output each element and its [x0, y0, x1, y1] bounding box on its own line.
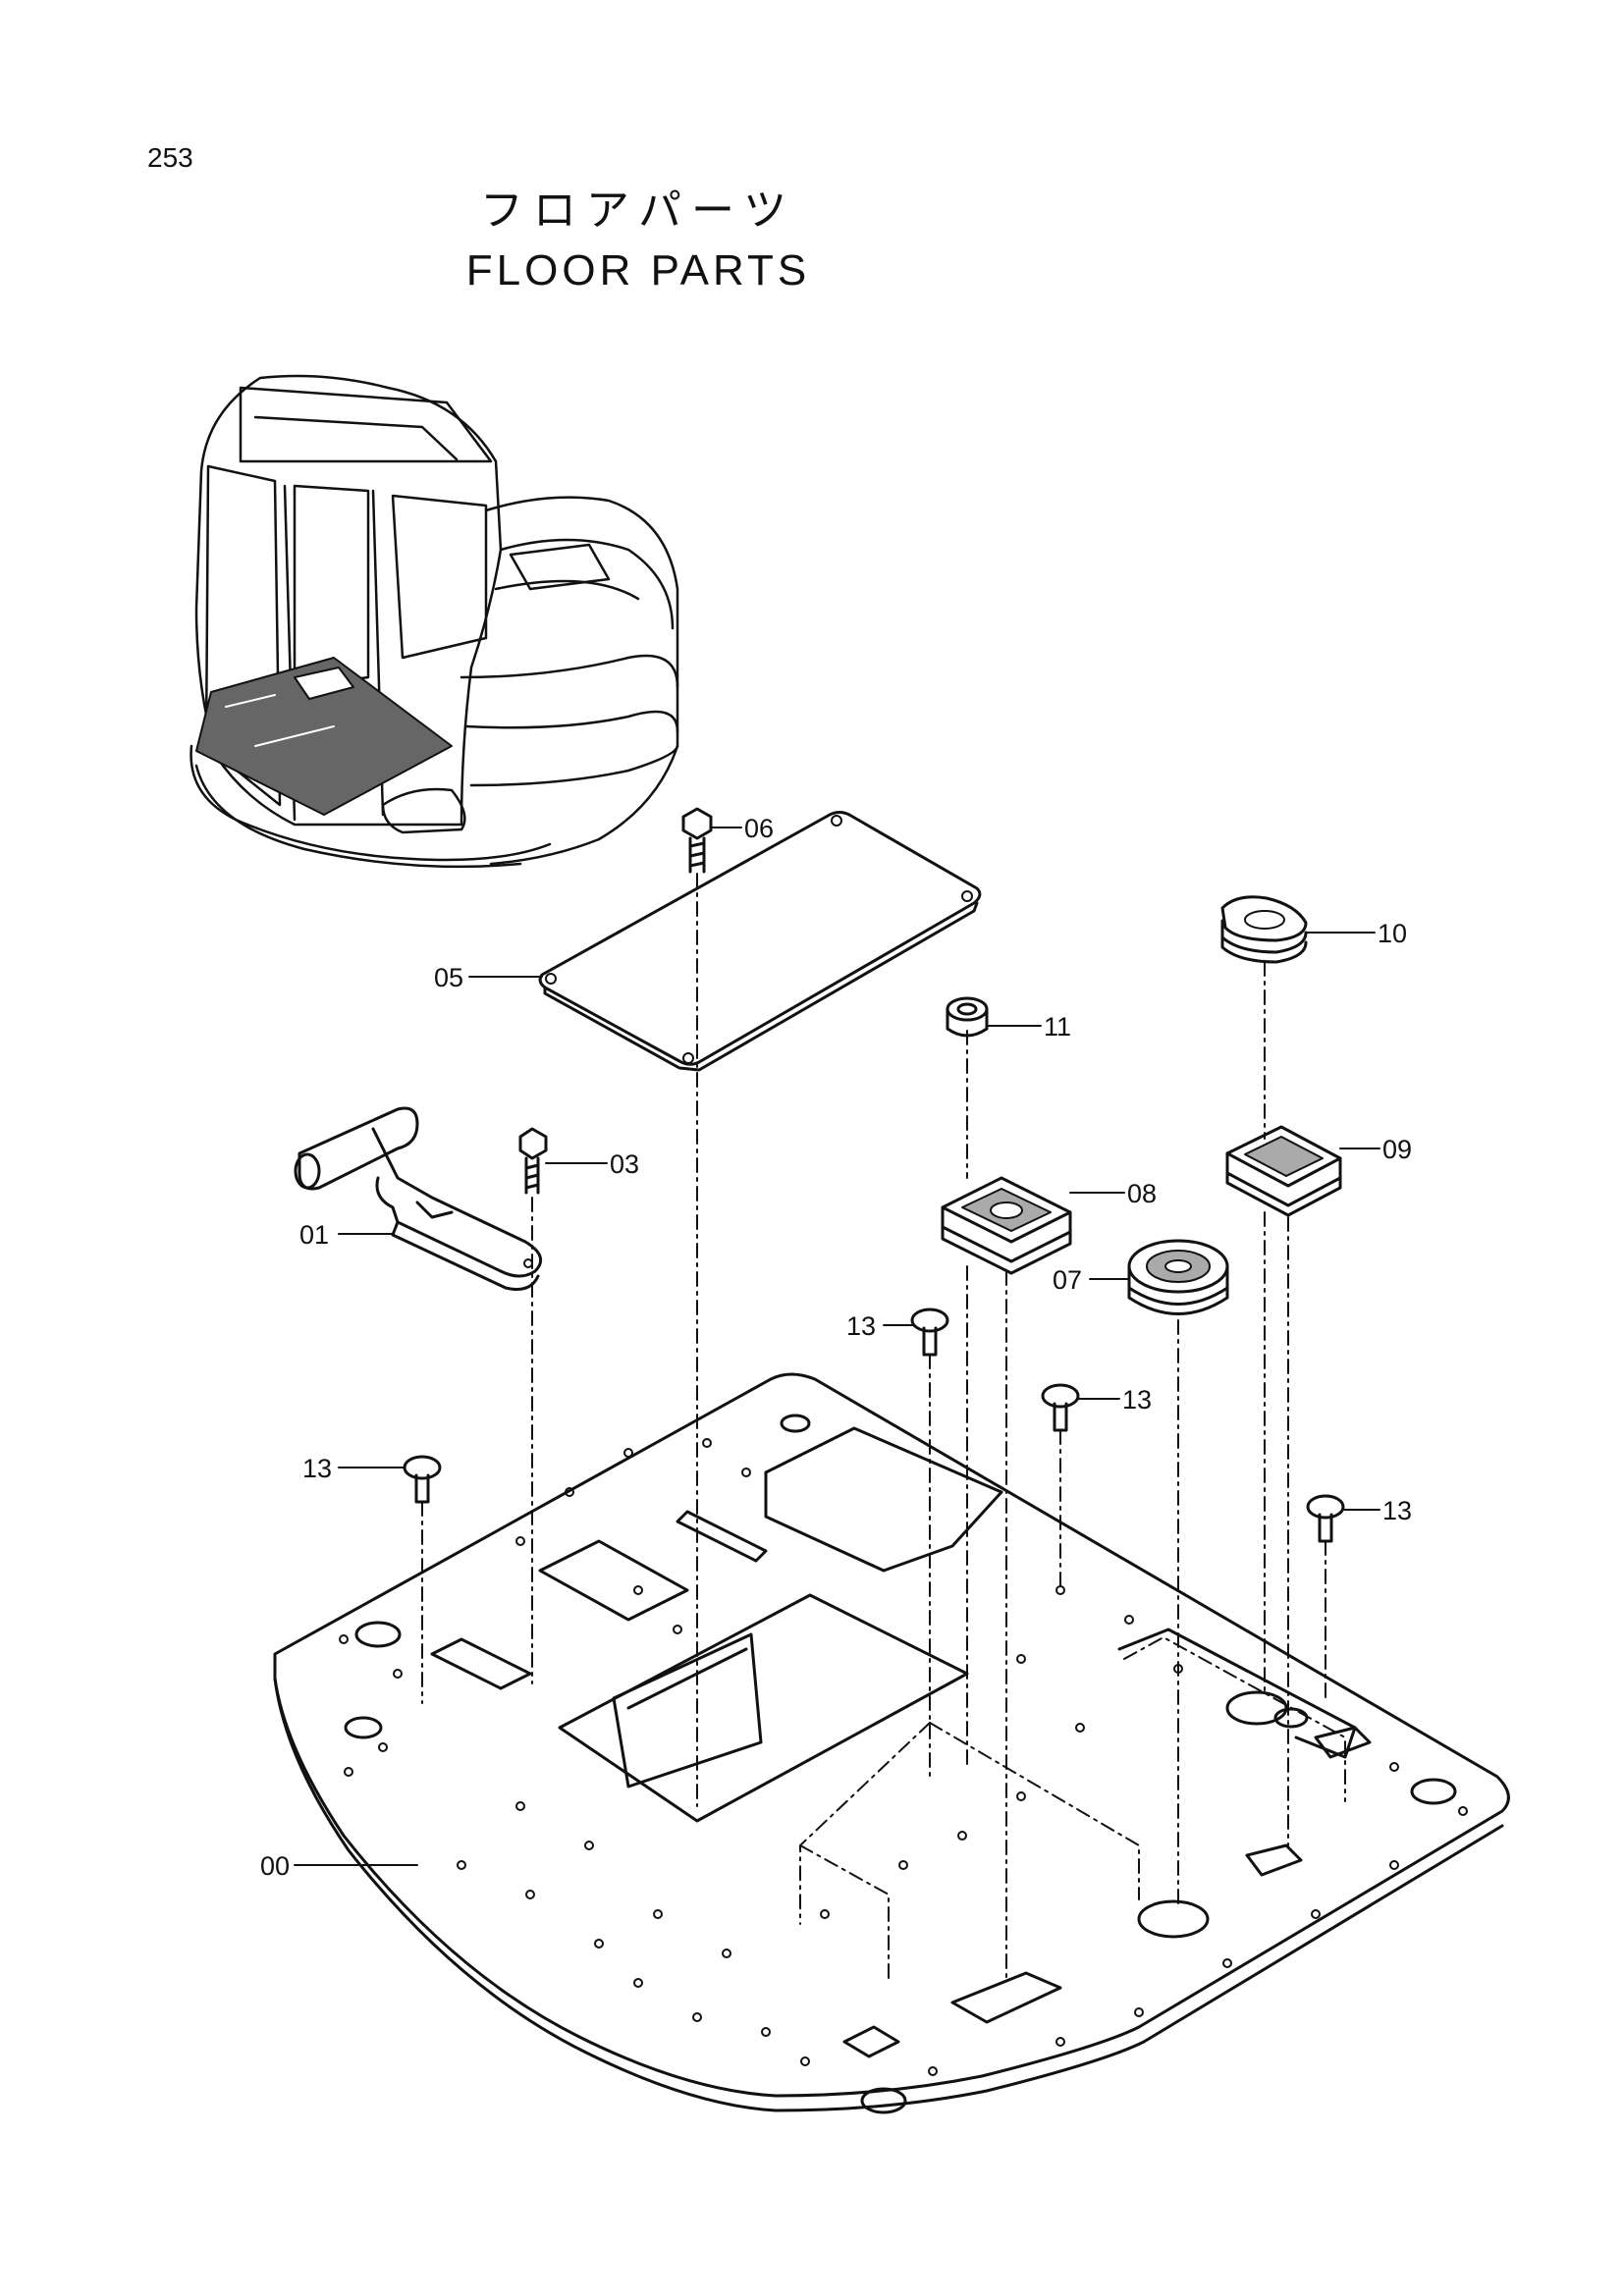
clip-13-left [403, 1455, 442, 1504]
floor-cover [538, 811, 982, 1072]
callout-05: 05 [434, 963, 463, 992]
grommet-09 [1225, 1125, 1342, 1217]
callout-labels: 00 01 03 05 06 07 08 09 10 11 13 13 13 1… [260, 814, 1412, 1881]
callout-03: 03 [610, 1149, 639, 1179]
callout-13-right: 13 [1382, 1496, 1412, 1525]
clip-13-right [1306, 1494, 1345, 1543]
clip-13-middle [1041, 1383, 1080, 1432]
title-japanese: フロアパーツ [479, 186, 797, 236]
grommet-07 [1127, 1239, 1229, 1315]
lever-bracket [294, 1106, 543, 1291]
callout-00: 00 [260, 1851, 290, 1881]
callout-leaders [294, 827, 1380, 1866]
assembly-guide-lines [421, 873, 1346, 1984]
grommet-08 [941, 1176, 1072, 1275]
callout-11: 11 [1044, 1012, 1071, 1041]
callout-07: 07 [1053, 1265, 1082, 1295]
callout-08: 08 [1127, 1179, 1157, 1208]
callout-09: 09 [1382, 1135, 1412, 1164]
callout-13-middle: 13 [1122, 1385, 1152, 1415]
title-english: FLOOR PARTS [465, 246, 811, 294]
title-block: フロアパーツ FLOOR PARTS [0, 182, 1159, 301]
callout-01: 01 [299, 1220, 329, 1250]
floor-plate [273, 1372, 1510, 2114]
excavator-cab-illustration [189, 374, 679, 869]
callout-13-center: 13 [846, 1311, 876, 1341]
grommet-10 [1220, 895, 1308, 964]
callout-10: 10 [1378, 919, 1407, 948]
callout-13-left: 13 [302, 1454, 332, 1483]
bolt-06 [681, 807, 713, 874]
callout-06: 06 [744, 814, 774, 843]
page-number: 253 [147, 142, 193, 173]
clip-13-center [910, 1308, 949, 1357]
bolt-03 [518, 1127, 548, 1195]
